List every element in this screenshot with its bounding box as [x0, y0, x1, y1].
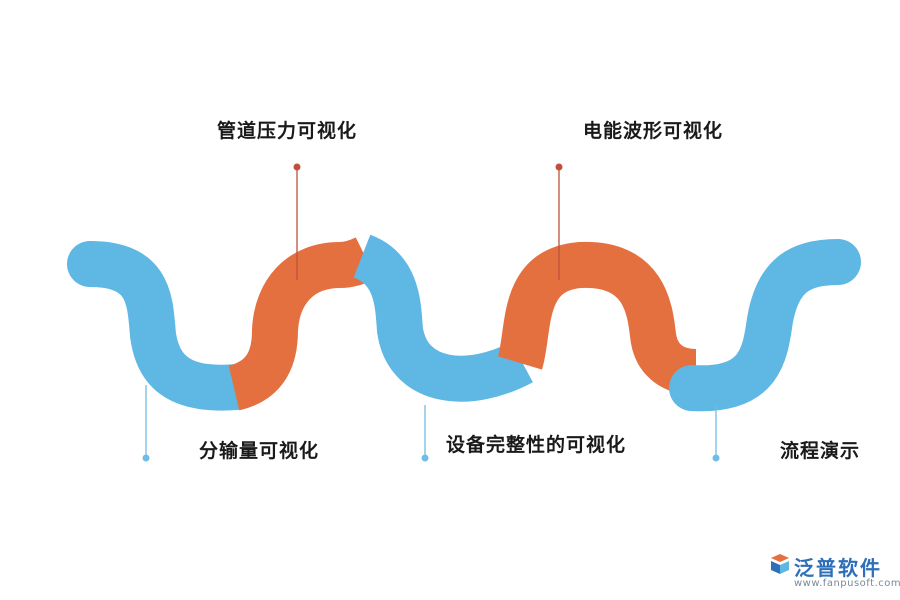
label-transmission-volume: 分输量可视化: [199, 440, 320, 462]
fanpu-logo-icon: [771, 554, 789, 574]
connector-dot-transmission-volume: [142, 454, 150, 462]
wave-segment-2: [227, 237, 377, 411]
connector-dot-process-demo: [712, 454, 720, 462]
wave-segment-3: [351, 234, 533, 402]
label-equipment-integrity: 设备完整性的可视化: [446, 434, 627, 456]
connector-dot-equipment-integrity: [421, 454, 429, 462]
label-process-demo: 流程演示: [780, 440, 861, 462]
label-power-waveform: 电能波形可视化: [583, 120, 724, 142]
wave-segment-4: [497, 241, 698, 395]
watermark-brand: 泛普软件: [794, 556, 882, 580]
wave-segment-5: [669, 239, 861, 412]
watermark-logo: 泛普软件 www.fanpusoft.com: [768, 552, 900, 596]
label-pipeline-pressure: 管道压力可视化: [217, 120, 358, 142]
watermark-url: www.fanpusoft.com: [794, 578, 900, 589]
connector-dot-pipeline-pressure: [293, 163, 301, 171]
connector-dot-power-waveform: [555, 163, 563, 171]
wave-segment-1: [67, 241, 260, 411]
